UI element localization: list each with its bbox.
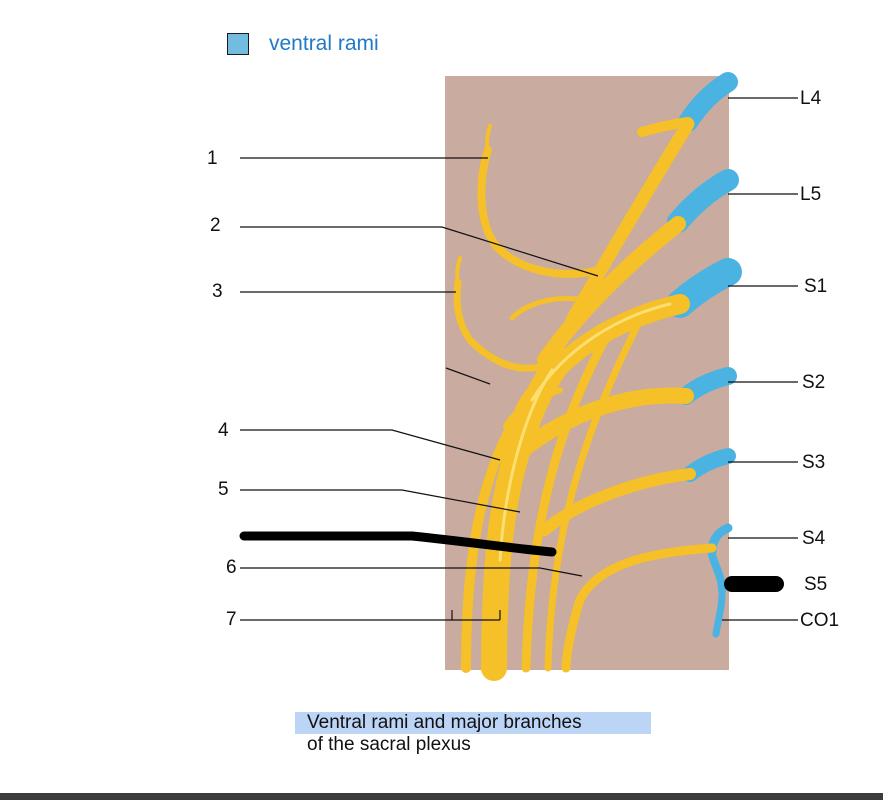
nerve-highlights: [498, 302, 672, 562]
superior-gluteal-tip: [485, 124, 492, 154]
sciatic-strand-b: [544, 316, 644, 672]
lower-loop: [503, 387, 563, 429]
leader-2: [240, 226, 599, 277]
ramus-l5: [667, 169, 739, 233]
highlight-s1: [530, 302, 672, 402]
leader-lines: [240, 97, 798, 621]
redaction-marks: [239, 531, 784, 592]
root-label-s1: S1: [804, 276, 828, 297]
erased-label-area: [228, 350, 438, 380]
label-5: 5: [218, 479, 229, 500]
root-label-s3: S3: [802, 452, 826, 473]
caption-line-1: Ventral rami and major branches: [295, 712, 651, 734]
ramus-l4: [678, 72, 738, 132]
label-6: 6: [226, 557, 237, 578]
legend-swatch: [227, 33, 249, 55]
superior-gluteal: [477, 146, 604, 278]
ramus-co1: [712, 590, 726, 638]
root-label-s4: S4: [802, 528, 826, 549]
redaction-stroke-left: [239, 531, 557, 557]
label-1: 1: [207, 148, 218, 169]
nerve-s3-trunk: [539, 468, 696, 536]
root-label-s2: S2: [802, 372, 826, 393]
inferior-gluteal: [453, 278, 564, 372]
nerve-l5-trunk: [537, 216, 686, 368]
accessory-loop: [509, 296, 588, 321]
label-7: 7: [226, 609, 237, 630]
label-4: 4: [218, 420, 229, 441]
caption-line-2: of the sacral plexus: [307, 734, 471, 755]
root-label-l5: L5: [800, 184, 822, 205]
window-bottom-edge: [0, 793, 883, 800]
figure-caption: Ventral rami and major branches of the s…: [295, 712, 651, 756]
label-3: 3: [212, 281, 223, 302]
legend-label: ventral rami: [269, 32, 379, 55]
lateral-strand: [461, 415, 520, 673]
sciatic-strand-a: [521, 325, 615, 673]
leader-5: [240, 489, 521, 513]
root-label-l4: L4: [800, 88, 822, 109]
root-label-co1: CO1: [800, 610, 840, 631]
leader-unlabeled: [445, 367, 491, 385]
legend: ventral rami: [227, 32, 379, 56]
ramus-s5: [708, 551, 726, 594]
nerve-s4-branch: [561, 543, 717, 673]
inferior-gluteal-tip: [455, 256, 462, 286]
root-label-s5: S5: [804, 574, 828, 595]
leader-4: [240, 429, 501, 461]
label-2: 2: [210, 215, 221, 236]
leader-6: [240, 567, 583, 577]
nerve-l4-trunk: [565, 117, 695, 327]
